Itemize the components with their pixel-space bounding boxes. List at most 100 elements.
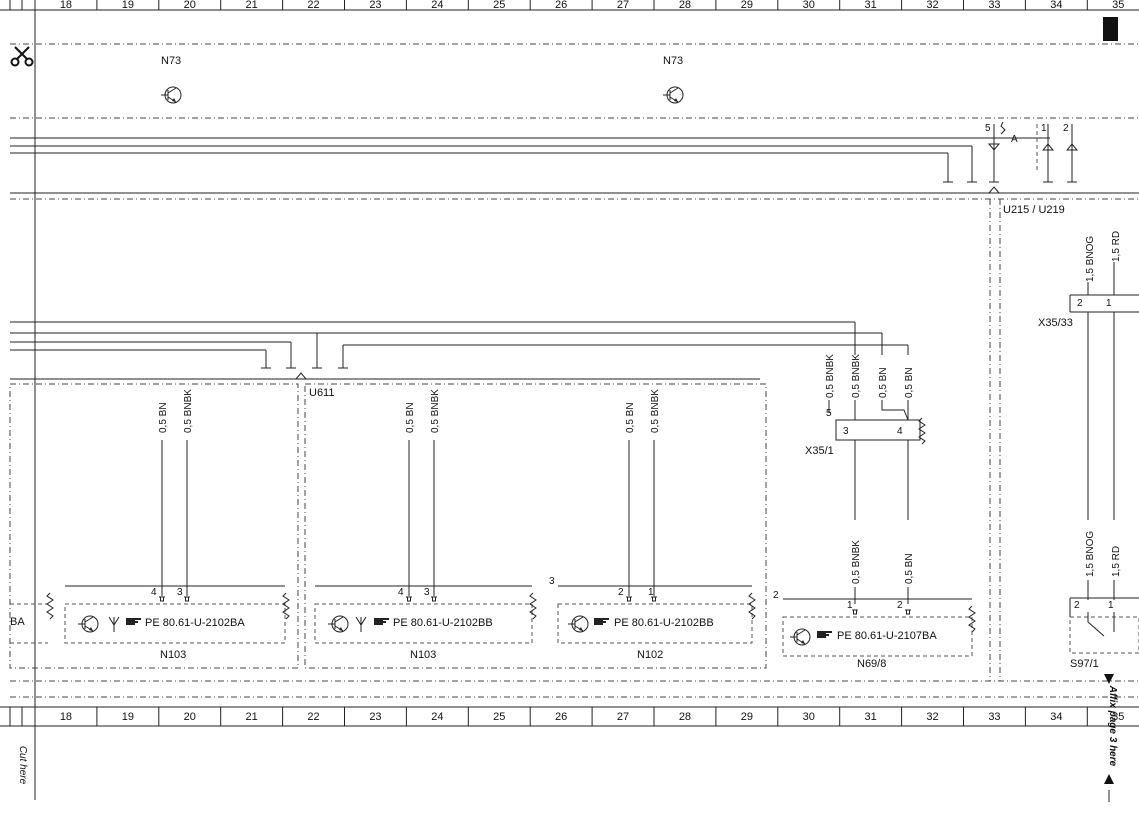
svg-text:N103: N103	[160, 649, 186, 661]
ruler-cell-label: 31	[865, 711, 877, 723]
hand-pointer-icon	[594, 618, 609, 625]
transistor-icon	[327, 615, 349, 633]
ruler-cell-label: 35	[1112, 0, 1124, 11]
ruler-cell-label: 33	[988, 0, 1000, 11]
x35-33-label: X35/33	[1038, 317, 1073, 329]
svg-text:1,5 BNOG: 1,5 BNOG	[1085, 236, 1096, 282]
svg-text:2: 2	[618, 587, 624, 598]
svg-text:N103: N103	[410, 649, 436, 661]
diode-icon	[1041, 143, 1055, 151]
pin-label: 1	[1041, 123, 1047, 134]
ruler-cell-label: 29	[741, 0, 753, 11]
ruler-cell-label: 22	[307, 711, 319, 723]
svg-text:1: 1	[1106, 298, 1112, 309]
ruler-cell-label: 27	[617, 0, 629, 11]
svg-text:0,5 BN: 0,5 BN	[904, 367, 915, 398]
affix-page-label: Affix page 3 here	[1107, 685, 1118, 767]
n73-label-1: N73	[161, 55, 181, 67]
ruler-cell-label: 32	[926, 0, 938, 11]
svg-text:0,5 BN: 0,5 BN	[158, 402, 169, 433]
x35-33-connector: 2 1 X35/33	[1038, 294, 1139, 329]
ruler-cell-label: 21	[246, 711, 258, 723]
ruler-cell-label: 25	[493, 711, 505, 723]
s97-1-label: S97/1	[1070, 658, 1099, 670]
svg-text:PE 80.61-U-2102BA: PE 80.61-U-2102BA	[145, 617, 245, 629]
ruler-cell-label: 19	[122, 711, 134, 723]
ruler-cell-label: 34	[1050, 0, 1062, 11]
ruler-cell-label: 30	[803, 0, 815, 11]
hand-pointer-icon	[126, 618, 141, 625]
ruler-cell-label: 25	[493, 0, 505, 11]
svg-text:N69/8: N69/8	[857, 658, 886, 670]
connector-a-label: A	[1011, 134, 1018, 145]
ruler-cell-label: 23	[369, 711, 381, 723]
antenna-icon	[355, 616, 367, 632]
svg-text:0,5 BN: 0,5 BN	[405, 402, 416, 433]
ruler-cell-label: 22	[307, 0, 319, 11]
svg-text:N102: N102	[637, 649, 663, 661]
svg-text:1,5 RD: 1,5 RD	[1111, 546, 1122, 577]
hand-pointer-icon	[817, 631, 832, 638]
module-n69-8: 2 1 2 PE 80.61-U-2107BA N69/8	[773, 590, 976, 670]
cut-here-label: Cut here	[17, 746, 28, 785]
svg-text:4: 4	[398, 587, 404, 598]
upper-bus	[10, 124, 1139, 194]
svg-text:0,5 BN: 0,5 BN	[625, 402, 636, 433]
u611-label: U611	[309, 387, 334, 399]
svg-text:2: 2	[773, 590, 779, 601]
middle-bus	[10, 321, 909, 380]
svg-text:0,5 BN: 0,5 BN	[904, 553, 915, 584]
svg-text:3: 3	[177, 587, 183, 598]
ruler-cell-label: 24	[431, 711, 443, 723]
module-n103-b: 4 3 PE 80.61-U-2102BB N103	[314, 585, 537, 661]
svg-text:BA: BA	[10, 616, 25, 628]
scissors-icon	[10, 46, 34, 67]
svg-text:2: 2	[1074, 600, 1080, 611]
ruler-cell-label: 24	[431, 0, 443, 11]
svg-text:2: 2	[897, 600, 903, 611]
svg-text:4: 4	[897, 426, 903, 437]
switch-s97-1: 2 1 S97/1	[1069, 597, 1139, 670]
ruler-cell-label: 26	[555, 711, 567, 723]
ruler-cell-label: 32	[926, 711, 938, 723]
svg-text:5: 5	[826, 408, 832, 419]
svg-text:1: 1	[1108, 600, 1114, 611]
svg-text:0,5 BNBK: 0,5 BNBK	[430, 389, 441, 433]
module-partial: BA	[10, 592, 54, 644]
svg-text:2: 2	[1077, 298, 1083, 309]
svg-text:4: 4	[151, 587, 157, 598]
transistor-icon	[789, 628, 811, 646]
x35-1-connector: 5 3 4 X35/1	[805, 408, 926, 457]
transistor-icon	[567, 615, 589, 633]
ruler-cell-label: 28	[679, 711, 691, 723]
ruler-cell-label: 31	[865, 0, 877, 11]
svg-text:1,5 BNOG: 1,5 BNOG	[1085, 531, 1096, 577]
svg-text:1: 1	[847, 600, 853, 611]
svg-text:0,5 BN: 0,5 BN	[878, 367, 889, 398]
ruler-cell-label: 30	[803, 711, 815, 723]
module-n102: 3 2 1 PE 80.61-U-2102BB N102	[549, 576, 756, 661]
module-n103-a: 4 3 PE 80.61-U-2102BA N103	[64, 585, 290, 661]
ruler-cell-label: 21	[246, 0, 258, 11]
ruler-cell-label: 34	[1050, 711, 1062, 723]
ruler-cell-label: 18	[60, 711, 72, 723]
page-marker	[1103, 17, 1118, 41]
svg-text:0,5 BNBK: 0,5 BNBK	[825, 354, 836, 398]
wire-labels: 0,5 BN 0,5 BNBK 0,5 BN 0,5 BNBK 0,5 BN 0…	[158, 231, 1122, 604]
svg-text:0,5 BNBK: 0,5 BNBK	[183, 389, 194, 433]
svg-text:0,5 BNBK: 0,5 BNBK	[650, 389, 661, 433]
svg-text:0,5 BNBK: 0,5 BNBK	[851, 540, 862, 584]
svg-text:PE 80.61-U-2102BB: PE 80.61-U-2102BB	[393, 617, 493, 629]
ruler-cell-label: 23	[369, 0, 381, 11]
svg-text:0,5 BNBK: 0,5 BNBK	[851, 354, 862, 398]
ruler-cell-label: 35	[1112, 711, 1124, 723]
ruler-cell-label: 20	[184, 0, 196, 11]
svg-text:3: 3	[424, 587, 430, 598]
u215-u219-label: U215 / U219	[1003, 204, 1065, 216]
ruler-cell-label: 29	[741, 711, 753, 723]
transistor-icon	[77, 615, 99, 633]
svg-text:1: 1	[648, 587, 654, 598]
svg-text:1,5 RD: 1,5 RD	[1111, 231, 1122, 262]
